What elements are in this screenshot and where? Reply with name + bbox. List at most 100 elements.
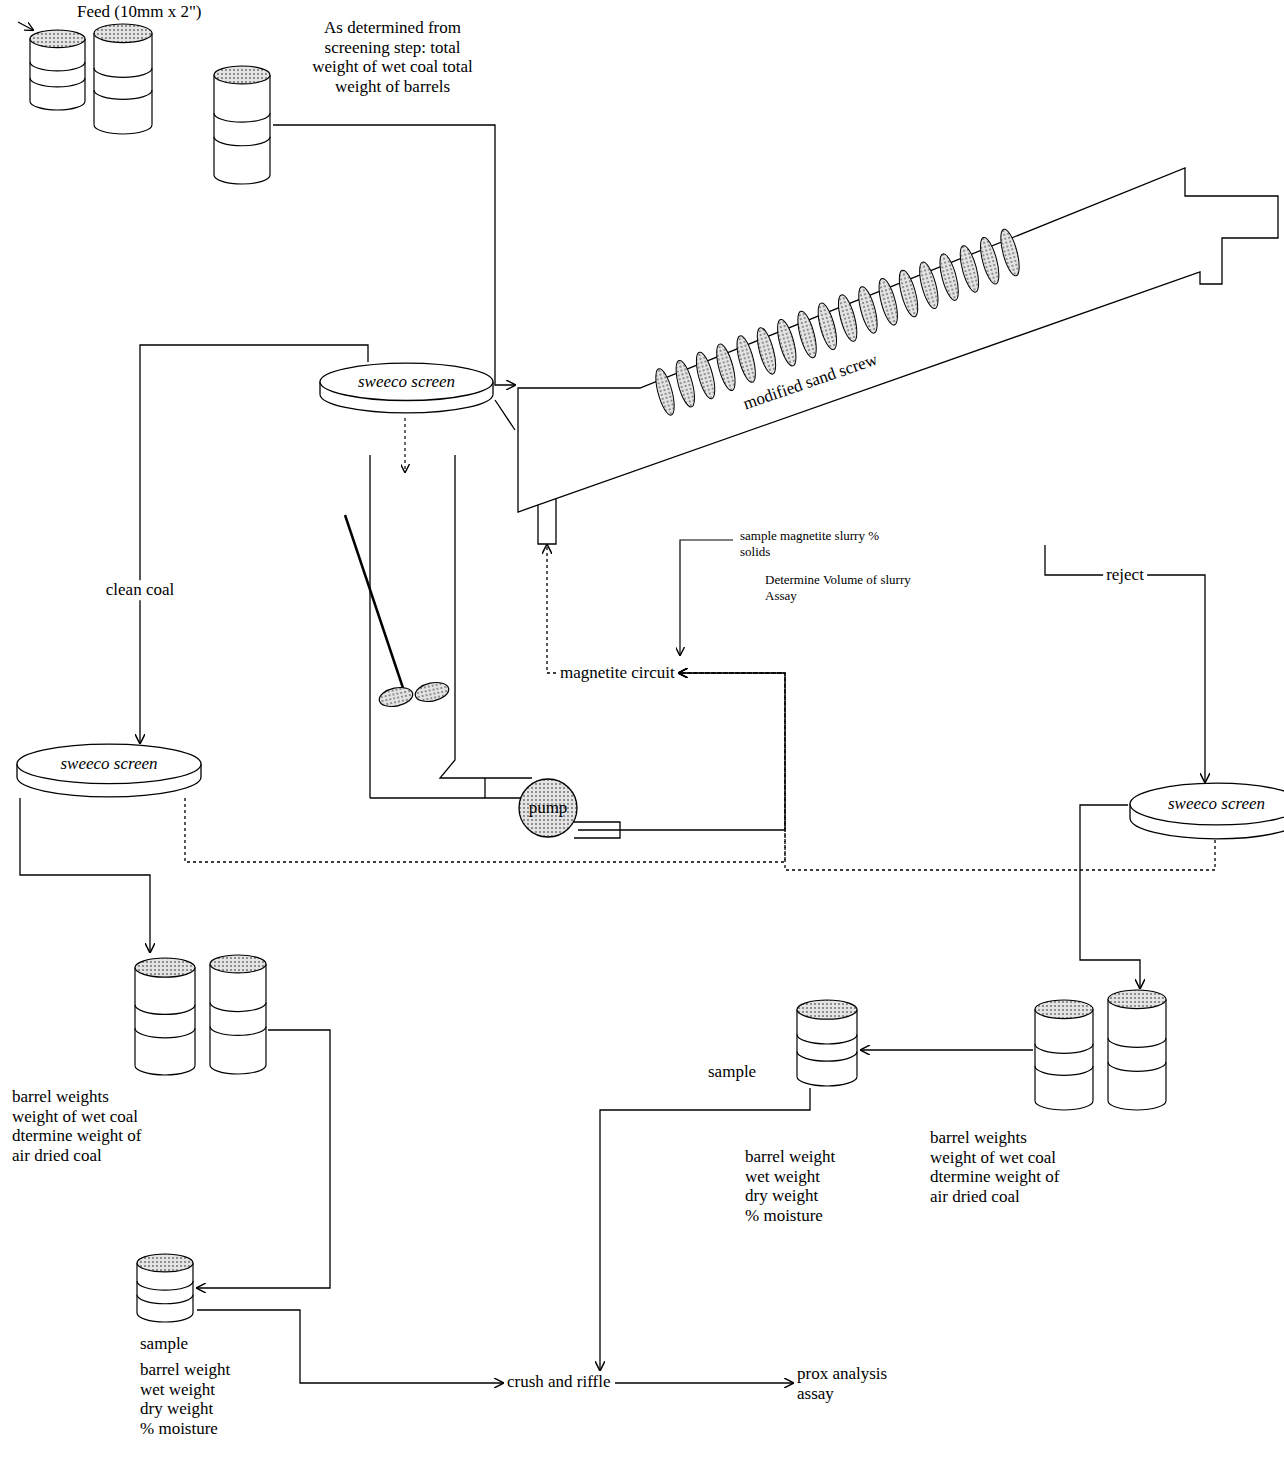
screen-top [1130,783,1284,825]
barrels-outline [1033,988,1168,1113]
flow-line [273,125,515,385]
barrel-side [136,1263,137,1313]
barrel [135,958,195,1075]
barrel-band [94,125,152,134]
barrels-node: barrel weights weight of wet coal dtermi… [1033,988,1168,1113]
sweeco-node: sweeco screen [15,743,203,798]
screen-deck [320,363,493,413]
screw-flight [977,236,1003,286]
barrel-band [135,1065,195,1075]
slurry-flow [185,673,785,862]
text-node: crush and riffle [503,1370,615,1394]
barrel-side [265,964,266,1065]
screw-flight [855,285,881,335]
feed-arrow [18,22,33,30]
barrel-side [84,39,85,101]
process-label: magnetite circuit [560,663,675,683]
screw-flight [652,367,678,417]
equipment-label: sweeco screen [60,754,157,774]
barrel-band [137,1313,193,1322]
barrel-side [93,33,94,124]
barrel-top [1035,1000,1093,1019]
barrels-outline [28,24,273,189]
equipment-label: sweeco screen [1168,794,1265,814]
barrel-band [135,1005,195,1015]
flow-line [197,1310,503,1383]
barrel-band [30,78,85,87]
barrel-side [151,33,152,124]
barrel-note: barrel weights weight of wet coal dtermi… [12,1087,147,1165]
barrel-side [209,964,210,1065]
process-label: prox analysis assay [797,1364,897,1403]
barrel-band [797,1052,857,1062]
barrel-side [192,1263,193,1313]
screen-top [17,744,201,784]
screen-top [320,363,493,400]
tank-wall [369,455,370,798]
barrel-side [134,968,135,1066]
barrel-band [210,1003,266,1012]
sample-leader [680,540,733,655]
barrel-note: sample [708,1062,756,1082]
screw-flight [936,252,962,302]
barrel [210,955,266,1074]
barrel-side [856,1010,857,1077]
agitator-shaft [345,515,403,688]
barrel-band [214,175,270,184]
slurry-flow [547,545,556,673]
tank-pipe [370,797,524,798]
barrel-side [1092,1009,1093,1100]
barrels-node: barrel weights weight of wet coal dtermi… [133,952,268,1077]
screw-flight [835,293,861,343]
barrel-band [797,1076,857,1086]
barrel-band [1035,1066,1093,1075]
barrel-top [135,958,195,977]
barrel-band [30,101,85,110]
flow-line [197,1030,330,1288]
barrel-band [1035,1044,1093,1053]
barrel-band [214,137,270,146]
barrel-band [1035,1101,1093,1110]
flow-label: clean coal [103,580,177,600]
barrel [214,66,270,184]
flow-line [1080,805,1140,988]
barrel-note: barrel weight wet weight dry weight % mo… [745,1147,836,1225]
screw-node: modified sand screw [515,160,1281,545]
screen-deck [1130,783,1284,839]
barrel [137,1254,193,1322]
barrel-side [194,968,195,1066]
flow-line [20,798,150,952]
screw-flight [896,269,922,319]
barrel [797,1000,857,1086]
barrel-band [137,1295,193,1304]
pump-node: pump [518,778,578,838]
screw-flight [774,318,800,368]
flow-line [615,1382,793,1383]
text-node: magnetite circuit [556,661,679,685]
barrel-band [1108,1101,1166,1110]
screw-outline [515,160,1281,545]
annotation: sample magnetite slurry % solids [740,528,880,559]
barrel-band [210,1065,266,1074]
barrel-side [213,75,214,175]
barrel-band [1108,1062,1166,1071]
annotation: Determine Volume of slurry Assay [765,572,917,603]
screw-trough [518,168,1278,512]
barrel-note: Feed (10mm x 2") [77,2,202,22]
barrels-node: Feed (10mm x 2")As determined from scree… [28,24,273,189]
barrel-band [135,1028,195,1038]
barrel-side [796,1010,797,1077]
screw-flight [672,359,698,409]
agitator-paddle [378,685,415,710]
flow-line [578,673,785,830]
barrel-top [1108,990,1166,1009]
screw-flight [733,334,759,384]
barrel [30,30,85,110]
barrel-band [94,90,152,99]
feed-pipe [538,499,556,544]
barrel-note: As determined from screening step: total… [300,18,485,96]
barrel-band [210,1026,266,1035]
screw-flight [875,277,901,327]
barrels-outline [135,1252,197,1324]
barrel-band [214,113,270,122]
